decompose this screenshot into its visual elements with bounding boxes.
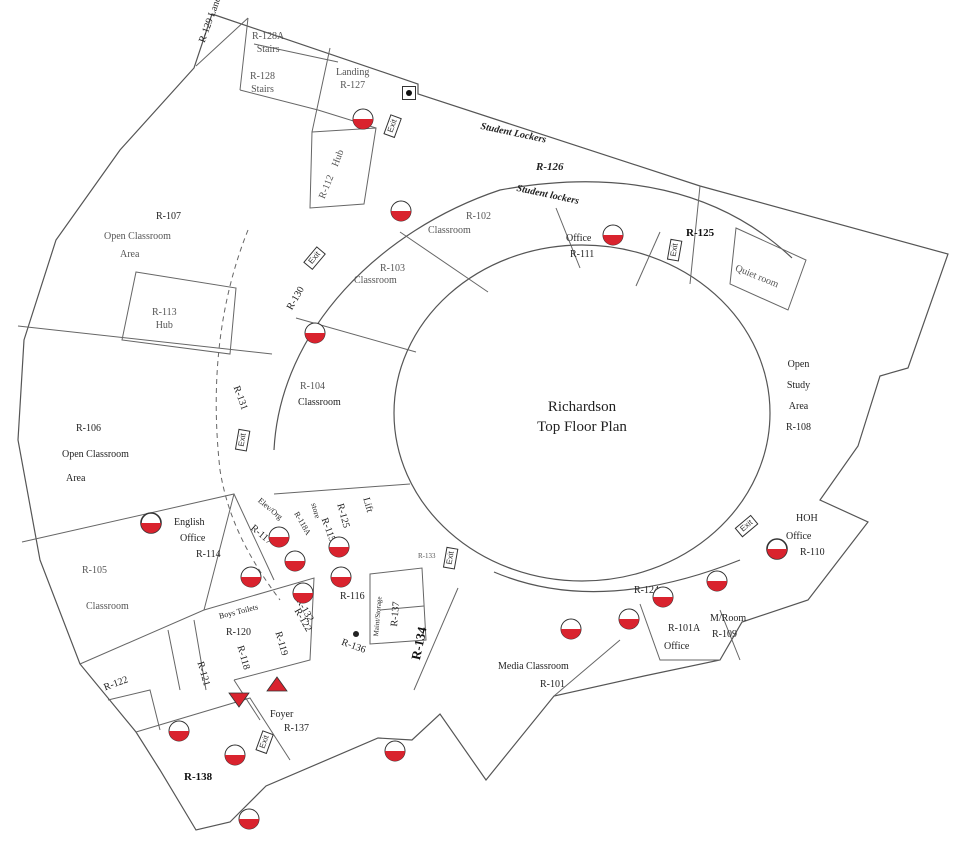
r106-sub1: Open Classroom (62, 449, 129, 460)
r102-code: R-102 (466, 211, 491, 222)
point-marker-icon (353, 631, 359, 637)
atrium-circle (393, 244, 771, 582)
r104-sub: Classroom (298, 397, 341, 408)
fire-extinguisher-icon (618, 608, 640, 630)
fire-extinguisher-icon (330, 566, 352, 588)
r137-box-label: R-137 (388, 601, 403, 628)
r110-label: R-110 (800, 547, 825, 558)
r125-east-label: R-125 (686, 227, 715, 239)
r103-sub: Classroom (354, 275, 397, 286)
r113-code: R-113 (152, 307, 177, 318)
english-2: Office (180, 533, 206, 544)
fire-extinguisher-icon (384, 740, 406, 762)
office-111-label: Office (566, 233, 592, 244)
point-marker-icon (402, 86, 416, 100)
fire-extinguisher-icon (292, 582, 314, 604)
r113-label: R-113 Hub (152, 306, 177, 332)
r101a-code: R-101A (668, 623, 701, 634)
hoh-2: Office (786, 531, 812, 542)
fire-extinguisher-icon (390, 200, 412, 222)
r138-label: R-138 (184, 771, 213, 783)
r137-label: R-137 (284, 723, 309, 734)
r101a-sub: Office (664, 641, 690, 652)
mroom-label: M/Room (710, 613, 747, 624)
open-study-label: Open Study Area R-108 (786, 354, 811, 438)
open-study-2: Study (786, 380, 811, 391)
r111-label: R-111 (570, 249, 595, 260)
fire-extinguisher-icon (268, 526, 290, 548)
fire-extinguisher-icon (766, 538, 788, 560)
landing-text: Landing (336, 67, 370, 78)
r101-label: R-101 (540, 679, 565, 690)
fire-extinguisher-icon (328, 536, 350, 558)
r104-code: R-104 (300, 381, 325, 392)
r128-label: R-128 Stairs (250, 70, 275, 96)
hoh-1: HOH (796, 513, 818, 524)
fire-extinguisher-icon (706, 570, 728, 592)
r105-code: R-105 (82, 565, 107, 576)
foyer-label: Foyer (270, 709, 294, 720)
r109-label: R-109 (712, 629, 737, 640)
r107-sub1: Open Classroom (104, 231, 171, 242)
r114-label: R-114 (196, 549, 221, 560)
r120-label: R-120 (226, 627, 251, 638)
r106-sub2: Area (66, 473, 86, 484)
r113-sub: Hub (155, 320, 173, 331)
outer-wall (17, 13, 949, 831)
fire-extinguisher-icon (168, 720, 190, 742)
open-study-1: Open (787, 359, 810, 370)
fire-extinguisher-icon (602, 224, 624, 246)
r124-label: R-124 (634, 585, 659, 596)
r106-code: R-106 (76, 423, 101, 434)
r128a-sub: Stairs (256, 44, 280, 55)
fire-extinguisher-icon (140, 512, 162, 534)
media-label: Media Classroom (498, 661, 569, 672)
fire-extinguisher-icon (224, 744, 246, 766)
r127-code: R-127 (340, 80, 366, 91)
r107-code: R-107 (156, 211, 181, 222)
r105-sub: Classroom (86, 601, 129, 612)
r102-sub: Classroom (428, 225, 471, 236)
landing-label: Landing R-127 (336, 66, 369, 92)
r128-sub: Stairs (251, 84, 274, 95)
corridor-dash (215, 229, 281, 601)
r126-label: R-126 (536, 161, 564, 173)
r107-sub2: Area (120, 249, 140, 260)
fire-extinguisher-icon (284, 550, 306, 572)
english-1: English (174, 517, 205, 528)
fire-alarm-icon (266, 676, 288, 692)
inner-ring (273, 181, 793, 451)
r133-label: R-133 (418, 552, 436, 560)
fire-alarm-icon (228, 692, 250, 708)
r116-label: R-116 (340, 591, 365, 602)
inner-ring-south (493, 559, 741, 593)
r128a-code: R-128A (252, 31, 285, 42)
plan-title-line2: Top Floor Plan (537, 418, 627, 435)
fire-extinguisher-icon (238, 808, 260, 830)
fire-extinguisher-icon (240, 566, 262, 588)
fire-extinguisher-icon (652, 586, 674, 608)
r128-code: R-128 (250, 71, 275, 82)
r108-code: R-108 (786, 422, 811, 433)
r103-code: R-103 (380, 263, 405, 274)
fire-extinguisher-icon (352, 108, 374, 130)
r128a-label: R-128A Stairs (252, 30, 284, 56)
fire-extinguisher-icon (560, 618, 582, 640)
plan-title: Richardson Top Floor Plan (498, 398, 666, 437)
plan-title-line1: Richardson (547, 399, 617, 415)
fire-extinguisher-icon (304, 322, 326, 344)
open-study-3: Area (788, 401, 809, 412)
